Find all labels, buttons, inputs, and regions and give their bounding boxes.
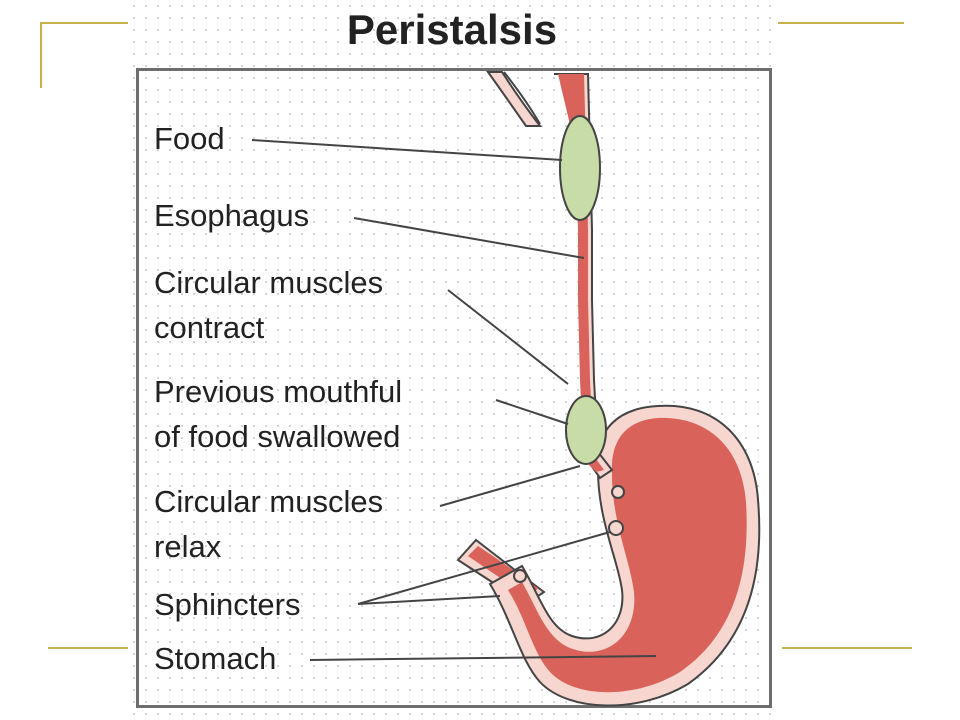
slide-rule-bottom-right xyxy=(782,647,912,649)
food-bolus xyxy=(559,115,601,221)
pharynx-tissue xyxy=(486,71,543,127)
sphincter-duodenum xyxy=(513,569,527,583)
label-stomach: Stomach xyxy=(154,641,277,676)
slide-rule-bottom-left xyxy=(48,647,130,649)
label-food: Food xyxy=(154,121,225,156)
peristalsis-figure: Peristalsis xyxy=(128,0,776,720)
leader-sphincter-1 xyxy=(357,531,611,605)
diagram-frame xyxy=(136,68,772,708)
slide-rule-left-vertical xyxy=(40,22,42,88)
leader-sphincter-2 xyxy=(357,595,501,605)
stomach-interior xyxy=(508,417,747,693)
leader-esophagus xyxy=(353,217,585,259)
figure-title: Peristalsis xyxy=(346,6,558,53)
digestive-tract-illustration xyxy=(251,71,761,707)
leader-previous-mouthful xyxy=(495,399,569,425)
leader-circular-relax xyxy=(439,465,581,507)
label-circular-relax-line2: relax xyxy=(154,529,222,564)
slide-rule-top-right xyxy=(778,22,904,24)
slide-rule-top-left xyxy=(40,22,128,24)
previous-mouthful-bolus xyxy=(565,395,607,465)
leader-circular-contract xyxy=(447,289,569,385)
leader-stomach xyxy=(309,655,657,661)
label-sphincters: Sphincters xyxy=(154,587,301,622)
label-circular-contract-line2: contract xyxy=(154,310,265,345)
sphincter-upper xyxy=(611,485,625,499)
sphincter-lower xyxy=(608,520,624,536)
label-previous-mouthful-line1: Previous mouthful xyxy=(154,374,403,409)
leader-food xyxy=(251,139,563,161)
label-esophagus: Esophagus xyxy=(154,198,310,233)
label-circular-relax-line1: Circular muscles xyxy=(154,484,384,519)
label-circular-contract-line1: Circular muscles xyxy=(154,265,384,300)
label-previous-mouthful-line2: of food swallowed xyxy=(154,419,401,454)
